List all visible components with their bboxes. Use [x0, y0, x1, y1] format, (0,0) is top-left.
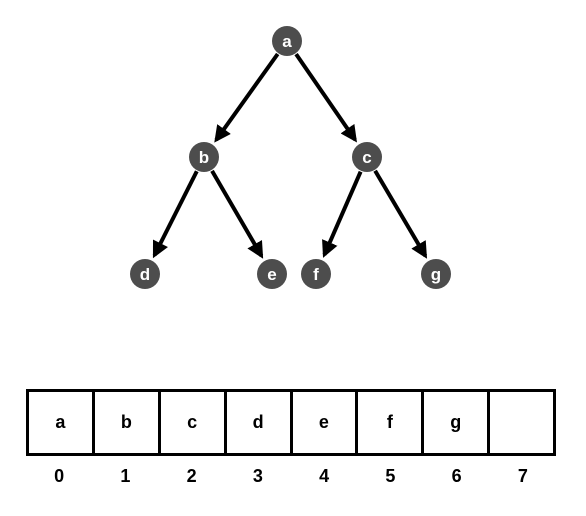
array-cell-4: e [293, 392, 359, 453]
tree-node-c: c [352, 142, 382, 172]
array-indices: 0 1 2 3 4 5 6 7 [26, 466, 556, 487]
array-cell-2: c [161, 392, 227, 453]
array-cell-3: d [227, 392, 293, 453]
edge-b-e [210, 169, 264, 259]
tree-node-e: e [257, 259, 287, 289]
tree-node-circle [272, 26, 302, 56]
tree-node-b: b [189, 142, 219, 172]
tree-node-d: d [130, 259, 160, 289]
edge-a-b [214, 52, 280, 143]
tree-node-g: g [421, 259, 451, 289]
tree-nodes: a b c d e f g [130, 26, 451, 289]
array-cell-0: a [29, 392, 95, 453]
tree-node-label: d [140, 265, 150, 284]
edge-c-g [373, 169, 428, 259]
array-index-1: 1 [120, 466, 131, 486]
tree-node-label: b [199, 148, 209, 167]
tree-node-circle [257, 259, 287, 289]
array-index-5: 5 [385, 466, 396, 486]
array-index-3: 3 [252, 466, 263, 486]
array-index-7: 7 [517, 466, 528, 486]
array-cell-5: f [358, 392, 425, 453]
edge-b-d [152, 170, 199, 259]
tree-node-label: a [282, 32, 292, 51]
tree-node-circle [130, 259, 160, 289]
tree-node-circle [189, 142, 219, 172]
edge-c-f [322, 170, 363, 258]
tree-node-circle [301, 259, 331, 289]
tree-node-f: f [301, 259, 331, 289]
array-cell-6: g [424, 392, 491, 453]
array-index-0: 0 [54, 466, 65, 486]
tree-node-circle [352, 142, 382, 172]
tree-node-label: g [431, 265, 441, 284]
tree-node-label: f [313, 265, 319, 284]
array: a b c d e f g [26, 389, 556, 456]
array-cell-1: b [95, 392, 161, 453]
array-index-4: 4 [319, 466, 330, 486]
tree-node-a: a [272, 26, 302, 56]
edge-a-c [294, 53, 357, 143]
tree-node-label: c [362, 148, 371, 167]
tree-node-label: e [267, 265, 276, 284]
tree-node-circle [421, 259, 451, 289]
binary-tree: a b c d e f g [130, 26, 451, 289]
tree-edges [152, 52, 428, 259]
array-index-6: 6 [451, 466, 462, 486]
array-cell-7 [490, 392, 553, 453]
array-index-2: 2 [186, 466, 197, 486]
